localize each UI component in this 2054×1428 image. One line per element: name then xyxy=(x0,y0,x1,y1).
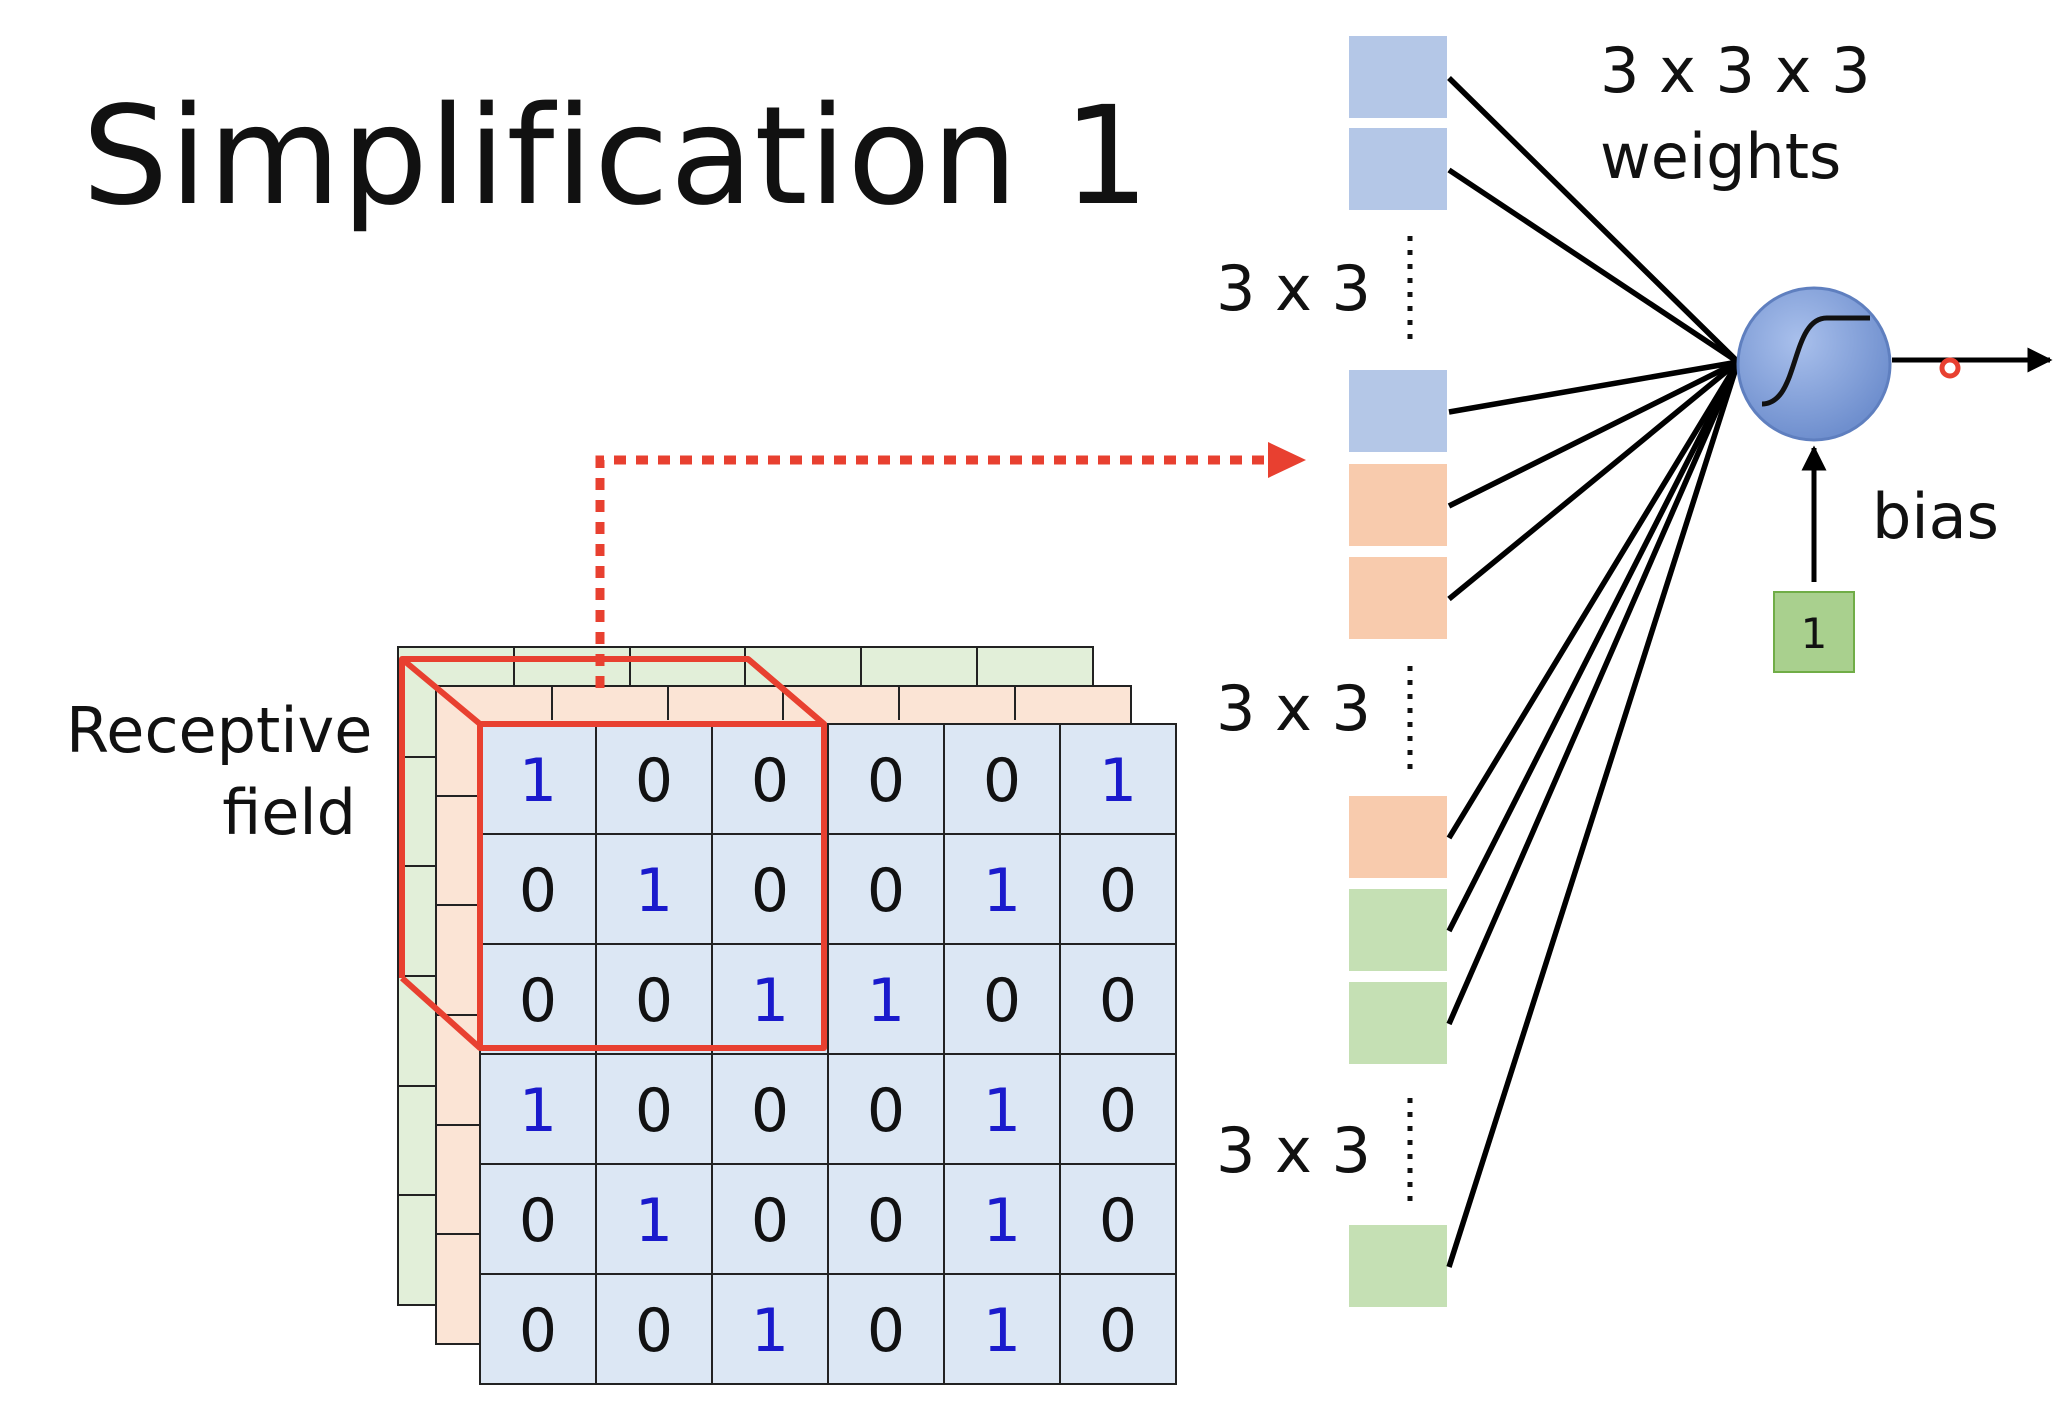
grid-cell-value: 0 xyxy=(635,1076,673,1146)
weight-box xyxy=(1349,889,1447,971)
weight-column xyxy=(1349,36,1447,1307)
grid-cell-value: 0 xyxy=(635,746,673,816)
grid-cell-value: 0 xyxy=(1099,1296,1137,1366)
weight-box xyxy=(1349,982,1447,1064)
dotted-arrow xyxy=(595,442,1306,688)
grid-cell-value: 0 xyxy=(519,1296,557,1366)
bias-label: bias xyxy=(1872,480,1999,553)
grid-cell-value: 0 xyxy=(519,856,557,926)
connection-line xyxy=(1447,167,1740,365)
group-size-label-orange: 3 x 3 xyxy=(1216,672,1371,745)
weight-box xyxy=(1349,370,1447,452)
connection-line xyxy=(1446,360,1741,840)
weights-label-line2: weights xyxy=(1600,120,1842,193)
group-size-label-green: 3 x 3 xyxy=(1216,1114,1371,1187)
channel-blue: 1 0 0 0 0 1 0 1 0 0 1 0 0 0 1 1 0 0 1 0 0 0 1 0 0 1 0 0 1 0 0 0 1 0 1 0 xyxy=(479,723,1177,1385)
receptive-field-label: Receptive field xyxy=(66,690,373,854)
neuron xyxy=(1736,286,1892,442)
weight-box xyxy=(1349,128,1447,210)
grid-cell-value: 1 xyxy=(983,856,1021,926)
grid-cell-value: 0 xyxy=(867,1296,905,1366)
connection-line xyxy=(1447,76,1740,364)
grid-cell-value: 1 xyxy=(1099,746,1137,816)
grid-cell-value: 1 xyxy=(751,966,789,1036)
grid-cell-value: 0 xyxy=(867,1186,905,1256)
grid-cell-value: 1 xyxy=(519,746,557,816)
weight-box xyxy=(1349,557,1447,639)
receptive-field-cube xyxy=(399,656,827,1051)
grid-cell-value: 1 xyxy=(635,856,673,926)
grid-cell-value: 0 xyxy=(1099,966,1137,1036)
grid-cell-value: 0 xyxy=(867,856,905,926)
connection-line xyxy=(1447,359,1740,509)
receptive-field-label-line1: Receptive xyxy=(66,694,373,767)
group-size-label-blue: 3 x 3 xyxy=(1216,252,1371,325)
grid-cell-value: 0 xyxy=(1099,856,1137,926)
bias-input: 1 xyxy=(1773,445,1855,673)
weight-box xyxy=(1349,464,1447,546)
grid-cell-value: 0 xyxy=(867,746,905,816)
grid-cell-value: 0 xyxy=(983,966,1021,1036)
connection-line xyxy=(1446,360,1741,1026)
grid-cell-value: 1 xyxy=(983,1186,1021,1256)
grid-cell-value: 1 xyxy=(983,1296,1021,1366)
connection-lines xyxy=(1446,76,1741,1268)
connection-line xyxy=(1446,360,1741,933)
grid-cell-value: 0 xyxy=(1099,1076,1137,1146)
weights-label: 3 x 3 x 3 weights xyxy=(1600,28,1871,200)
grid-cell-value: 0 xyxy=(983,746,1021,816)
weight-box xyxy=(1349,796,1447,878)
grid-cell xyxy=(1059,1273,1177,1385)
grid-cell-value: 0 xyxy=(751,856,789,926)
grid-cell-value: 1 xyxy=(635,1186,673,1256)
receptive-field-label-line2: field xyxy=(222,776,356,849)
grid-cell-value: 0 xyxy=(751,1186,789,1256)
grid-cell-value: 0 xyxy=(635,1296,673,1366)
grid-cell-value: 0 xyxy=(519,1186,557,1256)
connection-line xyxy=(1448,359,1739,415)
bias-input-value: 1 xyxy=(1801,609,1828,658)
weight-box xyxy=(1349,1225,1447,1307)
weights-label-line1: 3 x 3 x 3 xyxy=(1600,34,1871,107)
grid-cell-value: 1 xyxy=(867,966,905,1036)
connection-line xyxy=(1446,361,1741,1268)
slide-title: Simplification 1 xyxy=(82,78,1151,236)
grid-cell-value: 0 xyxy=(635,966,673,1036)
grid-cell-value: 0 xyxy=(751,1076,789,1146)
grid-cell-value: 1 xyxy=(519,1076,557,1146)
connection-line xyxy=(1447,359,1740,602)
grid-cell-value: 0 xyxy=(751,746,789,816)
grid-cell-value: 0 xyxy=(867,1076,905,1146)
weight-box xyxy=(1349,36,1447,118)
grid-cell-value: 1 xyxy=(983,1076,1021,1146)
grid-cell-value: 0 xyxy=(519,966,557,1036)
grid-cell-value: 1 xyxy=(751,1296,789,1366)
output-arrow xyxy=(1892,347,2053,379)
grid-cell-value: 0 xyxy=(1099,1186,1137,1256)
